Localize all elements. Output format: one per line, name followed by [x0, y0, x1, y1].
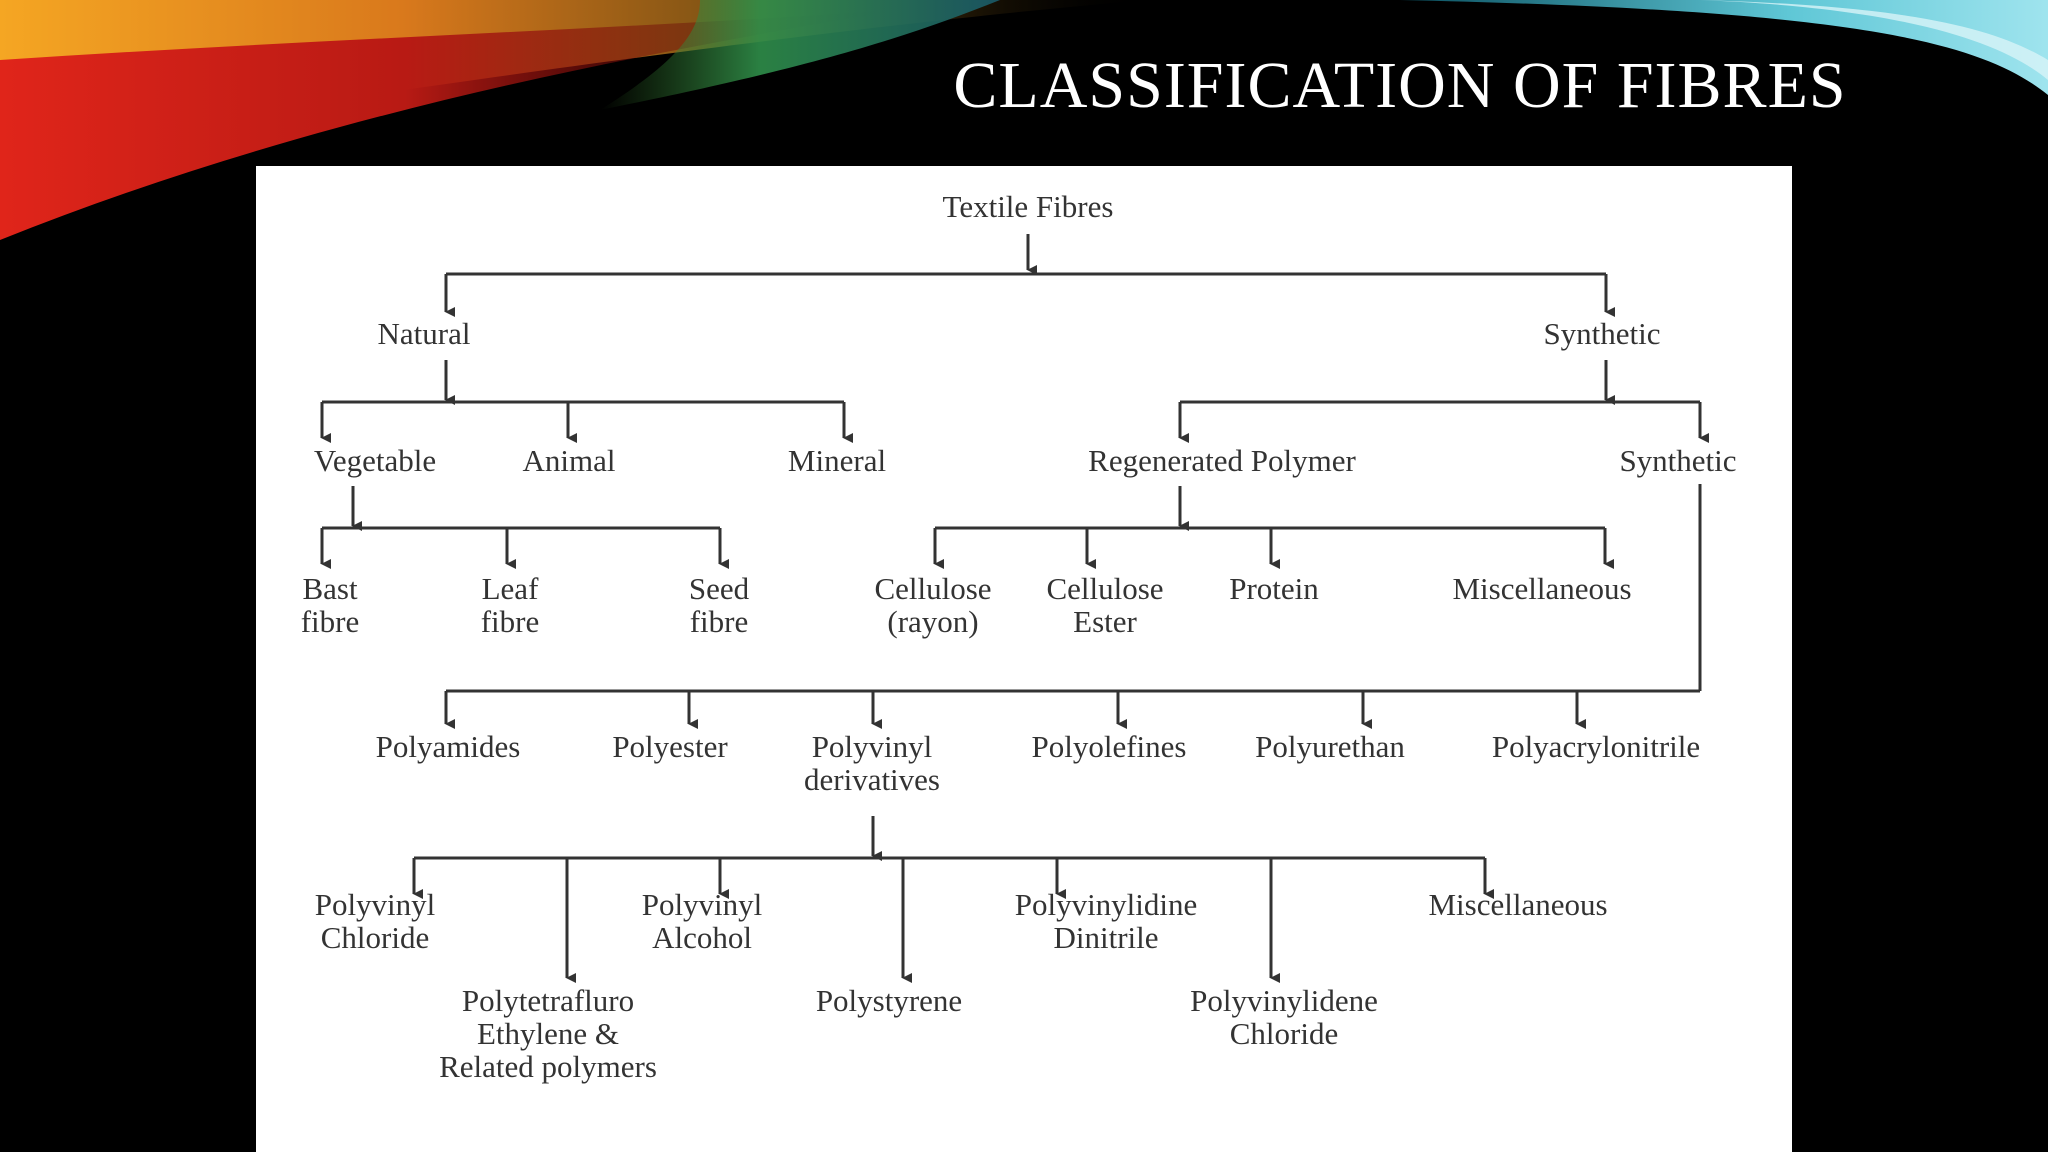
node-cellulose-rayon: Cellulose(rayon)	[874, 571, 992, 639]
node-polyolefines: Polyolefines	[1031, 729, 1187, 764]
slide-title: CLASSIFICATION OF FIBRES	[953, 49, 1847, 122]
node-textile-fibres: Textile Fibres	[942, 189, 1114, 224]
decorative-swoosh	[0, 0, 2048, 240]
node-vegetable: Vegetable	[313, 443, 437, 478]
fibre-tree-connectors	[320, 234, 1709, 983]
node-protein: Protein	[1229, 571, 1319, 606]
node-mineral: Mineral	[787, 443, 887, 478]
node-synthetic-top: Synthetic	[1543, 316, 1661, 351]
node-polystyrene: Polystyrene	[815, 983, 963, 1018]
diagram-panel: Textile Fibres Natural Synthetic Vegetab…	[256, 166, 1792, 1152]
node-polyamides: Polyamides	[375, 729, 521, 764]
node-polyurethan: Polyurethan	[1255, 729, 1405, 764]
node-miscellaneous-regenerated: Miscellaneous	[1452, 571, 1632, 606]
node-miscellaneous-vinyl: Miscellaneous	[1428, 887, 1608, 922]
node-polyester: Polyester	[612, 729, 728, 764]
node-polyacrylonitrile: Polyacrylonitrile	[1491, 729, 1701, 764]
node-regenerated-polymer: Regenerated Polymer	[1088, 443, 1356, 478]
node-synthetic-sub: Synthetic	[1619, 443, 1737, 478]
node-animal: Animal	[522, 443, 616, 478]
node-natural: Natural	[377, 316, 471, 351]
